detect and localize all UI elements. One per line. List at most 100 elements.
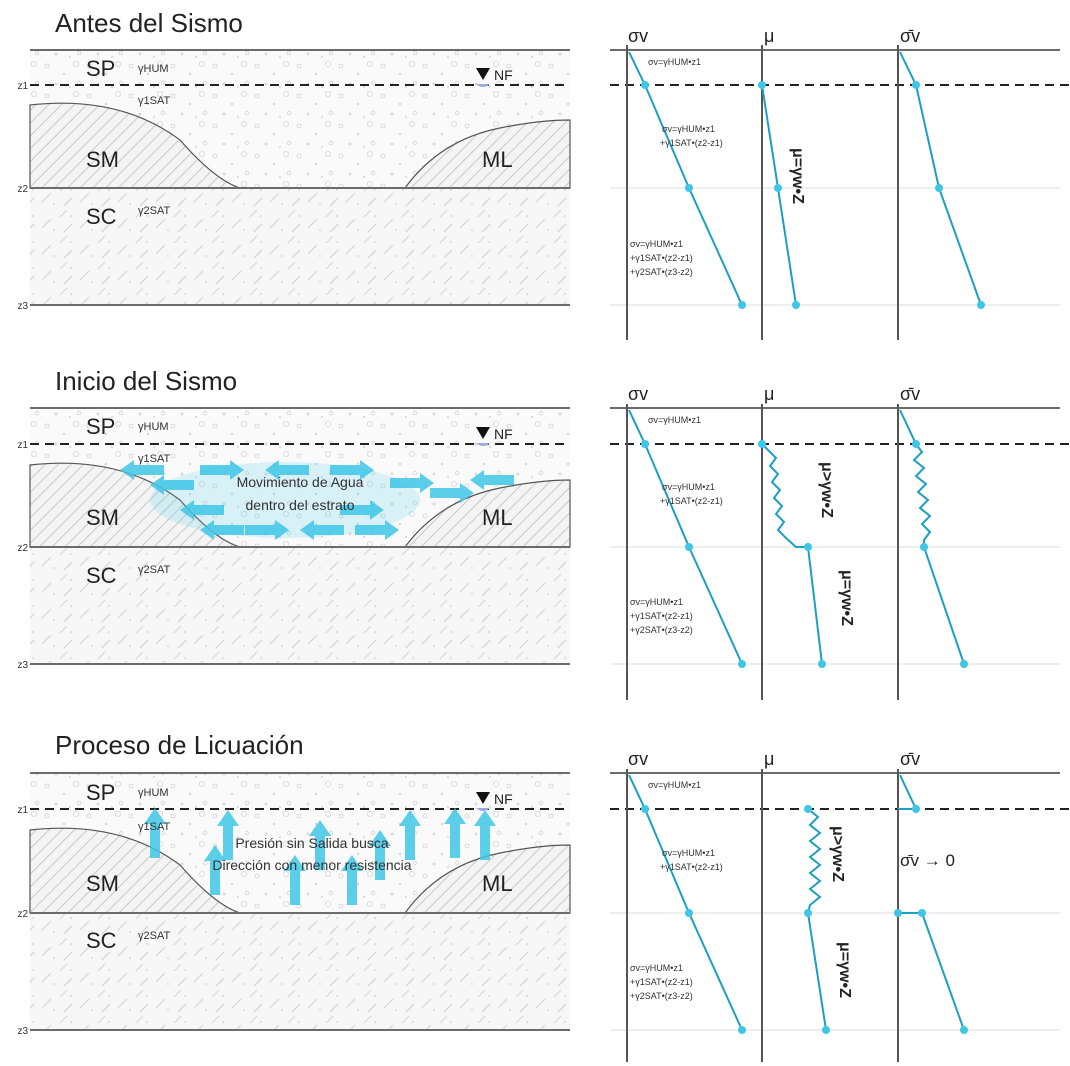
- soil-profile: Movimiento de Agua dentro del estrato SP…: [17, 407, 571, 671]
- note-line-2: Dirección con menor resistencia: [212, 857, 411, 873]
- depth-z2: z2: [17, 184, 28, 195]
- formula-1: σv=γHUM•z1: [648, 780, 701, 790]
- formula-2b: +γ1SAT•(z2-z1): [660, 862, 723, 872]
- stress-graphs: σv μ σ̄v σv=γHUM•z1 σv=γHUM•z1 +γ1SAT•(z…: [610, 384, 1070, 700]
- label-nf: NF: [494, 67, 513, 83]
- sigma-eff-zero-label: σ̄v → 0: [900, 851, 955, 870]
- label-sm: SM: [86, 871, 119, 896]
- sigma-line: [628, 51, 743, 306]
- lens-sm: [29, 102, 241, 189]
- depth-z3: z3: [17, 660, 28, 671]
- data-point: [918, 909, 926, 917]
- col-sigma-label: σv: [628, 26, 648, 46]
- sigma-eff-line: [898, 774, 918, 810]
- data-point: [960, 660, 968, 668]
- lens-ml: [403, 844, 571, 914]
- label-gamma-hum: γHUM: [138, 421, 169, 433]
- formula-3b: +γ1SAT•(z2-z1): [630, 611, 693, 621]
- lens-sm: [29, 462, 241, 548]
- data-point: [685, 543, 693, 551]
- formula-3c: +γ2SAT•(z3-z2): [630, 267, 693, 277]
- label-gamma-2sat: γ2SAT: [138, 930, 170, 942]
- note-line-2: dentro del estrato: [246, 497, 355, 513]
- water-movement-arrows: [120, 460, 514, 540]
- data-point: [912, 81, 920, 89]
- lens-ml: [403, 119, 571, 189]
- formula-3c: +γ2SAT•(z3-z2): [630, 625, 693, 635]
- label-sm: SM: [86, 505, 119, 530]
- formula-1: σv=γHUM•z1: [648, 57, 701, 67]
- data-point: [977, 301, 985, 309]
- panel-antes: Antes del Sismo SP γHUM γ1SAT SM ML SC γ…: [17, 8, 1070, 340]
- col-mu-label: μ: [764, 749, 774, 769]
- depth-z1: z1: [17, 440, 28, 451]
- depth-z3: z3: [17, 301, 28, 312]
- label-sp: SP: [86, 56, 115, 81]
- data-point: [804, 805, 812, 813]
- sigma-line: [628, 774, 743, 1031]
- col-sigma-eff-label: σ̄v: [900, 749, 920, 769]
- water-table-marker: NF: [476, 426, 513, 446]
- sigma-eff-line-lower: [898, 912, 965, 1031]
- soil-profile: Presión sin Salida busca Dirección con m…: [17, 772, 571, 1037]
- stress-graphs: σv μ σ̄v σv=γHUM•z1 σv=γHUM•z1 +γ1SAT•: [610, 749, 1070, 1062]
- formula-2a: σv=γHUM•z1: [662, 124, 715, 134]
- data-point: [758, 81, 766, 89]
- data-point: [912, 805, 920, 813]
- label-ml: ML: [482, 147, 513, 172]
- nf-triangle-icon: [476, 792, 490, 804]
- label-gamma-1sat: γ1SAT: [138, 821, 170, 833]
- label-sp: SP: [86, 414, 115, 439]
- data-point: [960, 1026, 968, 1034]
- depth-z2: z2: [17, 909, 28, 920]
- data-point: [774, 184, 782, 192]
- mu-eq-label: μ=γw•Z: [836, 942, 853, 998]
- label-nf: NF: [494, 791, 513, 807]
- layer-sc: [30, 913, 570, 1030]
- water-table-marker: NF: [476, 791, 513, 811]
- data-point: [920, 543, 928, 551]
- note-line-1: Presión sin Salida busca: [235, 835, 389, 851]
- mu-line: [806, 808, 827, 1031]
- data-point: [818, 660, 826, 668]
- data-point: [804, 543, 812, 551]
- formula-3b: +γ1SAT•(z2-z1): [630, 977, 693, 987]
- depth-z1: z1: [17, 805, 28, 816]
- mu-eq-label: μ=γw•Z: [838, 570, 855, 626]
- stress-graphs: σv μ σ̄v σv=γHUM•z1 σv=γHUM•z1 +γ1SAT•(z…: [610, 26, 1070, 340]
- col-mu-label: μ: [764, 26, 774, 46]
- data-point: [685, 184, 693, 192]
- formula-3a: σv=γHUM•z1: [630, 963, 683, 973]
- label-gamma-2sat: γ2SAT: [138, 205, 170, 217]
- panel-title: Proceso de Licuación: [55, 730, 304, 760]
- label-ml: ML: [482, 871, 513, 896]
- nf-triangle-icon: [476, 427, 490, 439]
- label-sp: SP: [86, 780, 115, 805]
- panel-licuacion: Proceso de Licuación Presión: [17, 730, 1070, 1062]
- mu-gt-label: μ>γw•Z: [829, 826, 846, 882]
- formula-3c: +γ2SAT•(z3-z2): [630, 991, 693, 1001]
- data-point: [758, 440, 766, 448]
- layer-sc: [30, 547, 570, 664]
- data-point: [685, 909, 693, 917]
- label-gamma-hum: γHUM: [138, 63, 169, 75]
- col-sigma-eff-label: σ̄v: [900, 26, 920, 46]
- depth-z1: z1: [17, 81, 28, 92]
- label-ml: ML: [482, 505, 513, 530]
- label-gamma-1sat: γ1SAT: [138, 95, 170, 107]
- label-sc: SC: [86, 204, 117, 229]
- sigma-eff-line: [899, 409, 965, 665]
- sigma-eff-line: [899, 51, 982, 306]
- depth-z3: z3: [17, 1026, 28, 1037]
- mu-gt-label: μ>γw•Z: [818, 462, 835, 518]
- data-point: [935, 184, 943, 192]
- mu-eq-label: μ=γw•Z: [789, 148, 806, 204]
- data-point: [738, 301, 746, 309]
- lens-sm: [29, 827, 241, 914]
- panel-inicio: Inicio del Sismo: [17, 366, 1070, 700]
- data-point: [738, 660, 746, 668]
- formula-2a: σv=γHUM•z1: [662, 848, 715, 858]
- nf-triangle-icon: [476, 68, 490, 80]
- water-table-marker: NF: [476, 67, 513, 87]
- panel-title: Antes del Sismo: [55, 8, 243, 38]
